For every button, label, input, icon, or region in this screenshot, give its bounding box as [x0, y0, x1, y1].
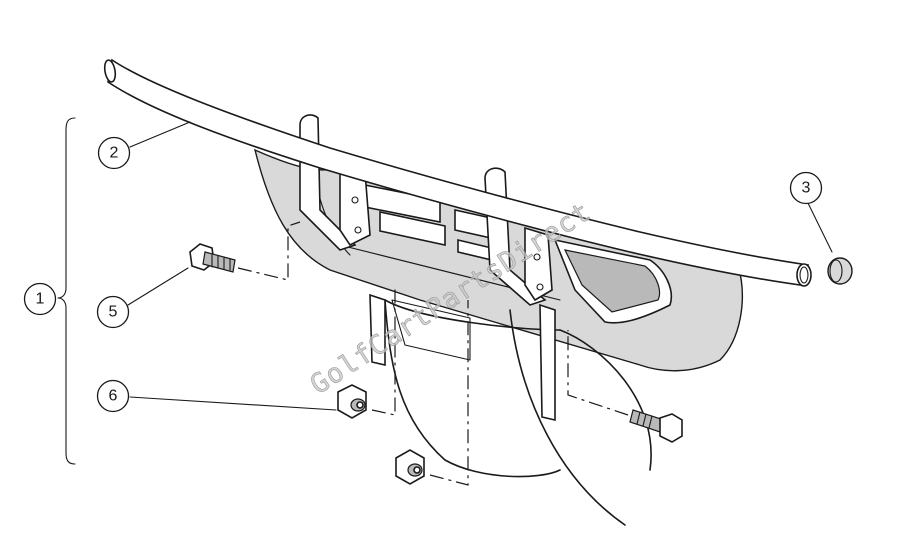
- callout-3: 3: [789, 171, 823, 205]
- svg-text:6: 6: [109, 388, 118, 405]
- svg-text:2: 2: [110, 145, 119, 162]
- nut-lower: [395, 449, 425, 485]
- leader-lines: [127, 121, 833, 411]
- callout-1: 1: [23, 282, 57, 316]
- bumper-tube: [103, 58, 812, 287]
- group-bracket: [57, 117, 76, 465]
- svg-text:5: 5: [109, 304, 118, 321]
- end-cap: [827, 257, 853, 285]
- bolt-left: [189, 243, 236, 273]
- callout-5: 5: [96, 295, 130, 329]
- svg-text:3: 3: [802, 180, 811, 197]
- callout-2: 2: [97, 136, 131, 170]
- assembly-lines: [237, 221, 629, 486]
- bolt-right: [629, 409, 683, 443]
- svg-text:1: 1: [36, 291, 45, 308]
- nut-upper: [337, 384, 367, 419]
- callout-6: 6: [96, 379, 130, 413]
